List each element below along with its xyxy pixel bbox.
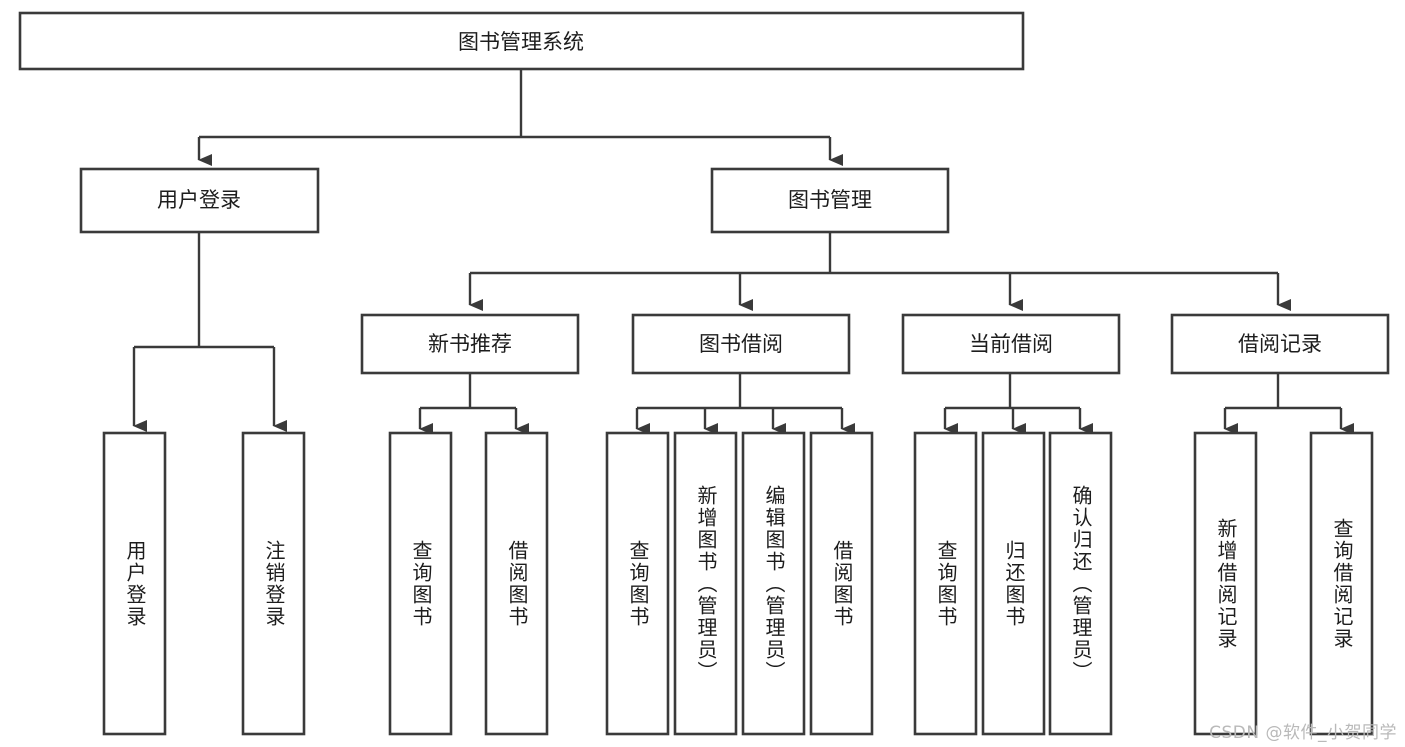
node-leaf-query-book-2-box[interactable] (605, 431, 670, 736)
node-current-borrow-label: 当前借阅 (969, 332, 1053, 356)
node-leaf-query-book-1-box[interactable] (388, 431, 453, 736)
node-leaf-add-record-box[interactable] (1193, 431, 1258, 736)
node-leaf-borrow-book-1-box[interactable] (484, 431, 549, 736)
connector-group-new-book-rec (418, 373, 529, 435)
node-leaf-user-login-box[interactable] (102, 431, 167, 736)
node-book-borrow[interactable]: 图书借阅 (631, 313, 851, 375)
node-leaf-query-book-3-box[interactable] (913, 431, 978, 736)
node-book-borrow-label: 图书借阅 (699, 332, 783, 356)
node-book-manage-label: 图书管理 (788, 188, 872, 212)
node-leaf-return-book-box[interactable] (981, 431, 1046, 736)
node-root[interactable]: 图书管理系统 (18, 11, 1025, 71)
node-user-login-box[interactable] (79, 167, 320, 234)
node-new-book-rec[interactable]: 新书推荐 (360, 313, 580, 375)
node-current-borrow-box[interactable] (901, 313, 1121, 375)
node-leaf-logout-box[interactable] (241, 431, 306, 736)
node-leaf-query-record-box[interactable] (1309, 431, 1374, 736)
connector-group-root (197, 69, 843, 166)
node-current-borrow[interactable]: 当前借阅 (901, 313, 1121, 375)
node-leaf-add-book-box[interactable] (673, 431, 738, 736)
node-borrow-record-box[interactable] (1170, 313, 1390, 375)
node-user-login[interactable]: 用户登录 (79, 167, 320, 234)
node-leaf-borrow-book-2-box[interactable] (809, 431, 874, 736)
node-root-label: 图书管理系统 (458, 30, 584, 54)
node-root-box[interactable] (18, 11, 1025, 71)
node-borrow-record-label: 借阅记录 (1238, 332, 1322, 356)
csdn-watermark: CSDN @软件_小贺同学 (1209, 723, 1397, 743)
connector-group-user-login (132, 232, 287, 432)
node-new-book-rec-label: 新书推荐 (428, 332, 512, 356)
node-leaf-edit-book-box[interactable] (741, 431, 806, 736)
node-book-manage[interactable]: 图书管理 (710, 167, 950, 234)
node-borrow-record[interactable]: 借阅记录 (1170, 313, 1390, 375)
connector-group-current-borrow (943, 373, 1093, 435)
connector-group-book-borrow (635, 373, 855, 435)
node-book-manage-box[interactable] (710, 167, 950, 234)
leaf-box-group (102, 431, 1374, 736)
connector-group-book-manage (468, 232, 1291, 311)
node-user-login-label: 用户登录 (157, 188, 241, 212)
node-leaf-confirm-return-box[interactable] (1048, 431, 1113, 736)
connector-group-borrow-record (1223, 373, 1354, 435)
node-book-borrow-box[interactable] (631, 313, 851, 375)
node-new-book-rec-box[interactable] (360, 313, 580, 375)
